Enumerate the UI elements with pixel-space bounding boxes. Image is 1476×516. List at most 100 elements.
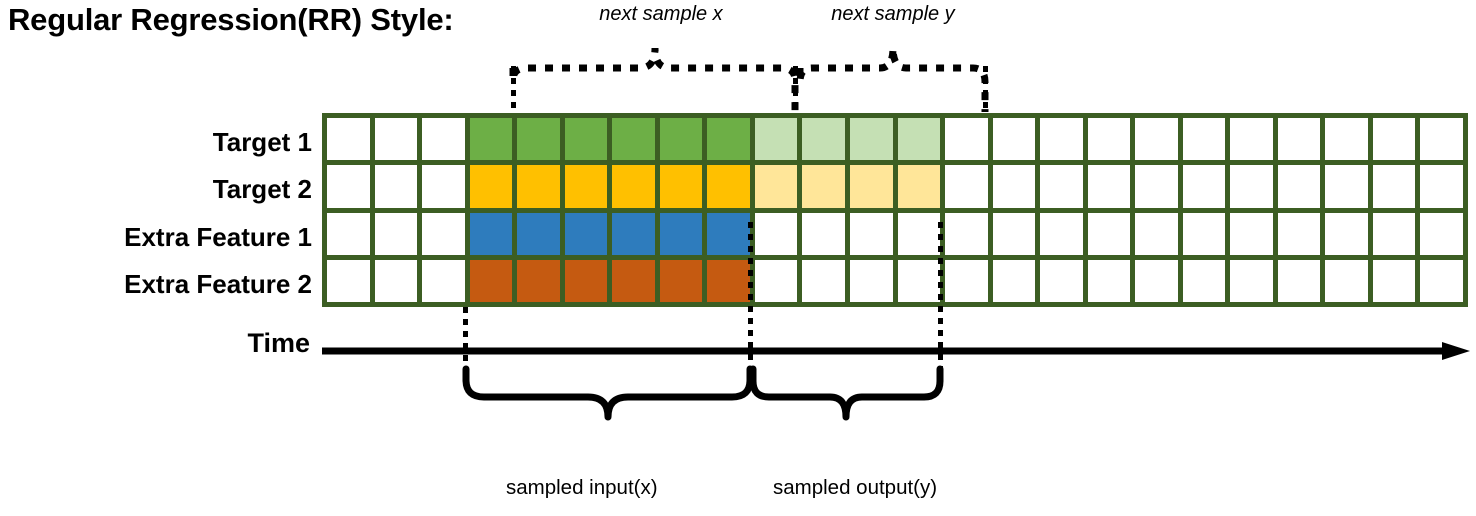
grid-cell-r0-c11 [849,118,893,161]
grid-cell-r3-c3 [469,259,513,302]
grid-cell-r2-c18 [1182,212,1226,255]
grid-cell-r1-c0 [327,165,370,208]
dotted-connector-bottom-middle [748,222,753,369]
grid-cell-r0-c19 [1230,118,1273,161]
grid-cell-r3-c21 [1325,259,1368,302]
grid-cell-r3-c18 [1182,259,1226,302]
row-label-extra-feature-1: Extra Feature 1 [124,221,312,252]
grid-cell-r0-c8 [707,118,750,161]
grid-cell-r2-c1 [374,212,418,255]
grid-cell-r2-c20 [1277,212,1321,255]
grid-cell-r2-c23 [1420,212,1463,255]
grid-cell-r1-c1 [374,165,418,208]
grid-cell-r0-c21 [1325,118,1368,161]
grid-cell-r3-c15 [1040,259,1083,302]
annotation-next-sample-x: next sample x [599,3,723,25]
grid-cell-r1-c15 [1040,165,1083,208]
grid-cell-r0-c2 [422,118,465,161]
grid-cell-r3-c11 [849,259,893,302]
grid-cell-r0-c17 [1135,118,1178,161]
dotted-connector-top-left [511,66,516,114]
grid-cell-r0-c15 [1040,118,1083,161]
grid-cell-r3-c2 [422,259,465,302]
grid-cell-r2-c2 [422,212,465,255]
grid-cell-r2-c11 [849,212,893,255]
grid-cell-r2-c3 [469,212,513,255]
grid-cell-r3-c0 [327,259,370,302]
caption-sampled-output: sampled output(y) horizon=4 output_featu… [773,423,980,516]
grid-cell-r1-c21 [1325,165,1368,208]
grid-cell-r1-c2 [422,165,465,208]
grid-cell-r1-c3 [469,165,513,208]
grid-cell-r2-c4 [517,212,560,255]
grid-cell-r3-c7 [659,259,703,302]
dotted-connector-bottom-left [463,307,468,369]
grid-cell-r3-c10 [802,259,845,302]
grid-cell-r2-c17 [1135,212,1178,255]
grid-cell-r3-c17 [1135,259,1178,302]
grid-cell-r2-c7 [659,212,703,255]
row-label-slot-2: Extra Feature 1 [0,213,312,261]
caption-output-line-1: sampled output(y) [773,476,938,500]
grid-cell-r3-c20 [1277,259,1321,302]
grid-cell-r1-c5 [564,165,608,208]
grid-cell-r2-c15 [1040,212,1083,255]
grid-cell-r1-c6 [612,165,655,208]
grid-cell-r0-c22 [1372,118,1416,161]
row-label-slot-3: Extra Feature 2 [0,261,312,309]
grid-cell-r0-c23 [1420,118,1463,161]
row-label-column: Target 1 Target 2 Extra Feature 1 Extra … [0,118,312,308]
page-title: Regular Regression(RR) Style: [8,2,454,37]
grid-cell-r1-c7 [659,165,703,208]
grid-cell-r1-c13 [945,165,988,208]
grid-cell-r1-c14 [992,165,1036,208]
grid-cell-r2-c19 [1230,212,1273,255]
row-label-extra-feature-2: Extra Feature 2 [124,269,312,300]
grid-cell-r1-c19 [1230,165,1273,208]
grid-cell-r0-c10 [802,118,845,161]
grid-cell-r2-c21 [1325,212,1368,255]
caption-sampled-input: sampled input(x) lookback=6 input_featur… [506,423,700,516]
grid-cell-r2-c13 [945,212,988,255]
grid-cell-r2-c14 [992,212,1036,255]
grid-cell-r2-c22 [1372,212,1416,255]
grid-cell-r1-c18 [1182,165,1226,208]
grid-cell-r0-c1 [374,118,418,161]
row-label-slot-1: Target 2 [0,166,312,214]
grid-cell-r1-c9 [754,165,798,208]
grid-cell-r1-c16 [1087,165,1131,208]
grid-cell-r3-c12 [897,259,941,302]
grid-cell-r0-c7 [659,118,703,161]
row-label-target-2: Target 2 [212,174,312,205]
grid-cell-r2-c9 [754,212,798,255]
grid-cell-r1-c11 [849,165,893,208]
grid-cell-r1-c22 [1372,165,1416,208]
grid-cell-r0-c12 [897,118,941,161]
grid-cell-r1-c17 [1135,165,1178,208]
grid-cell-r3-c14 [992,259,1036,302]
grid-cell-r3-c8 [707,259,750,302]
grid-cell-r2-c6 [612,212,655,255]
grid-cell-r2-c10 [802,212,845,255]
grid-cell-r3-c4 [517,259,560,302]
grid-cell-r1-c12 [897,165,941,208]
grid-cell-r2-c8 [707,212,750,255]
dotted-connector-bottom-right [938,222,943,369]
grid-cell-r0-c18 [1182,118,1226,161]
grid-cell-r0-c14 [992,118,1036,161]
grid-cell-r0-c4 [517,118,560,161]
grid-cell-r0-c3 [469,118,513,161]
dotted-connector-top-middle [793,66,798,114]
grid-cell-r2-c0 [327,212,370,255]
grid-cell-r0-c6 [612,118,655,161]
grid-cell-r0-c13 [945,118,988,161]
grid-cell-r3-c6 [612,259,655,302]
grid-cell-r3-c1 [374,259,418,302]
grid-cell-r3-c23 [1420,259,1463,302]
dotted-connector-top-right [983,66,988,114]
grid-cell-r1-c20 [1277,165,1321,208]
time-axis-arrow [322,342,1470,360]
grid-cell-r3-c19 [1230,259,1273,302]
grid-cell-r1-c4 [517,165,560,208]
